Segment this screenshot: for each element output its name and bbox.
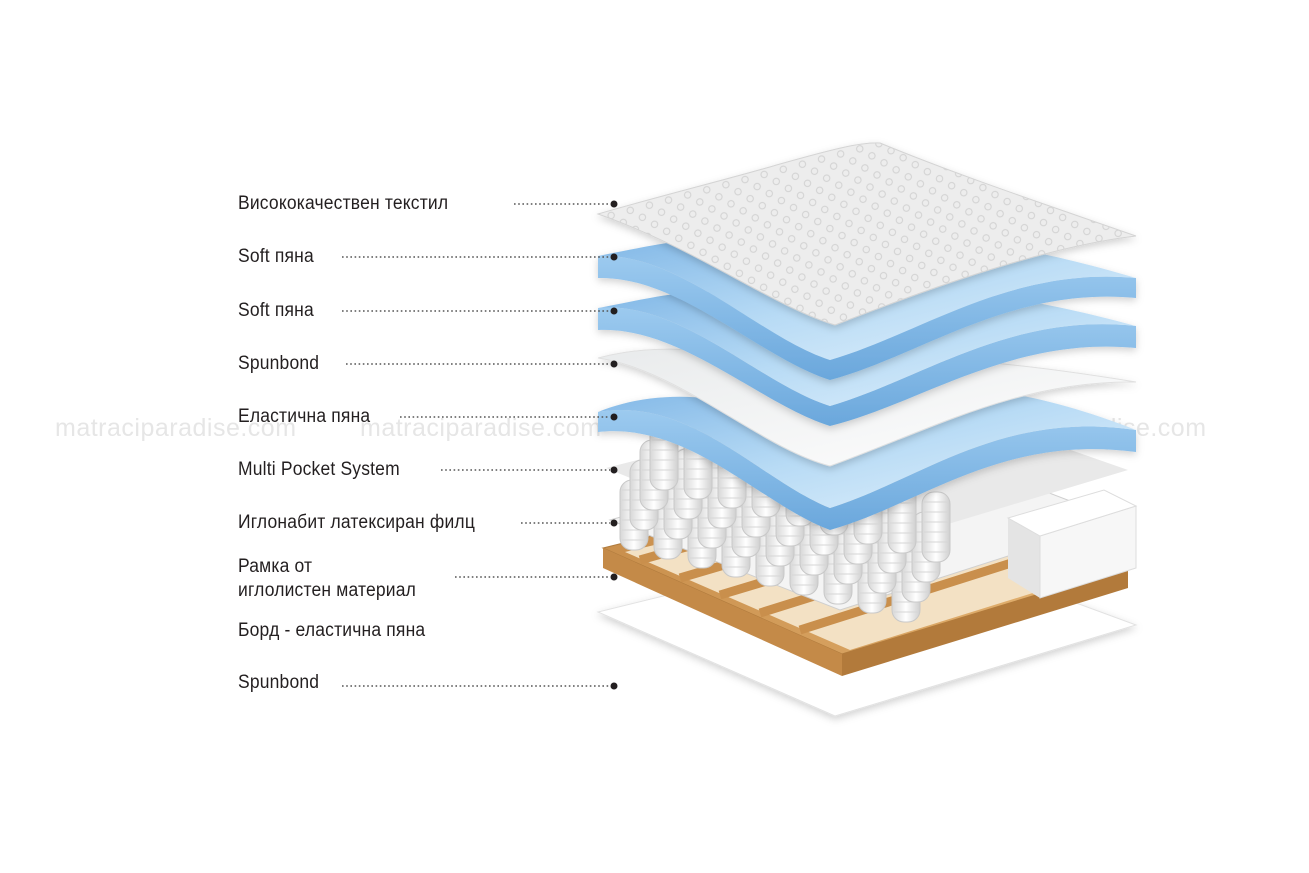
leader-dot [610, 360, 618, 368]
leader-dot [610, 253, 618, 261]
watermark-1: matraciparadise.com [55, 414, 297, 442]
border-foam-block [1006, 489, 1138, 599]
textile-layer [596, 142, 1137, 326]
label-wood-frame-line2: иглолистен материал [238, 580, 417, 601]
label-pocket-system: Multi Pocket System [238, 459, 400, 480]
label-textile: Висококачествен текстил [238, 193, 449, 214]
pocket-spring [921, 491, 951, 563]
label-elastic-foam: Еластична пяна [238, 406, 371, 427]
label-soft-foam-2: Soft пяна [238, 300, 314, 321]
leader-dot [610, 573, 618, 581]
label-border-foam: Борд - еластична пяна [238, 620, 426, 641]
label-soft-foam-1: Soft пяна [238, 246, 314, 267]
watermark-2: matraciparadise.com [360, 414, 602, 442]
leader-dot [610, 200, 618, 208]
label-wood-frame-line1: Рамка от [238, 556, 313, 577]
leader-dot [610, 413, 618, 421]
leader-dot [610, 519, 618, 527]
leader-dot [610, 307, 618, 315]
label-spunbond-bottom: Spunbond [238, 672, 320, 693]
leader-dot [610, 466, 618, 474]
label-felt: Иглонабит латексиран филц [238, 512, 476, 533]
label-spunbond-top: Spunbond [238, 353, 320, 374]
leader-dot [610, 682, 618, 690]
